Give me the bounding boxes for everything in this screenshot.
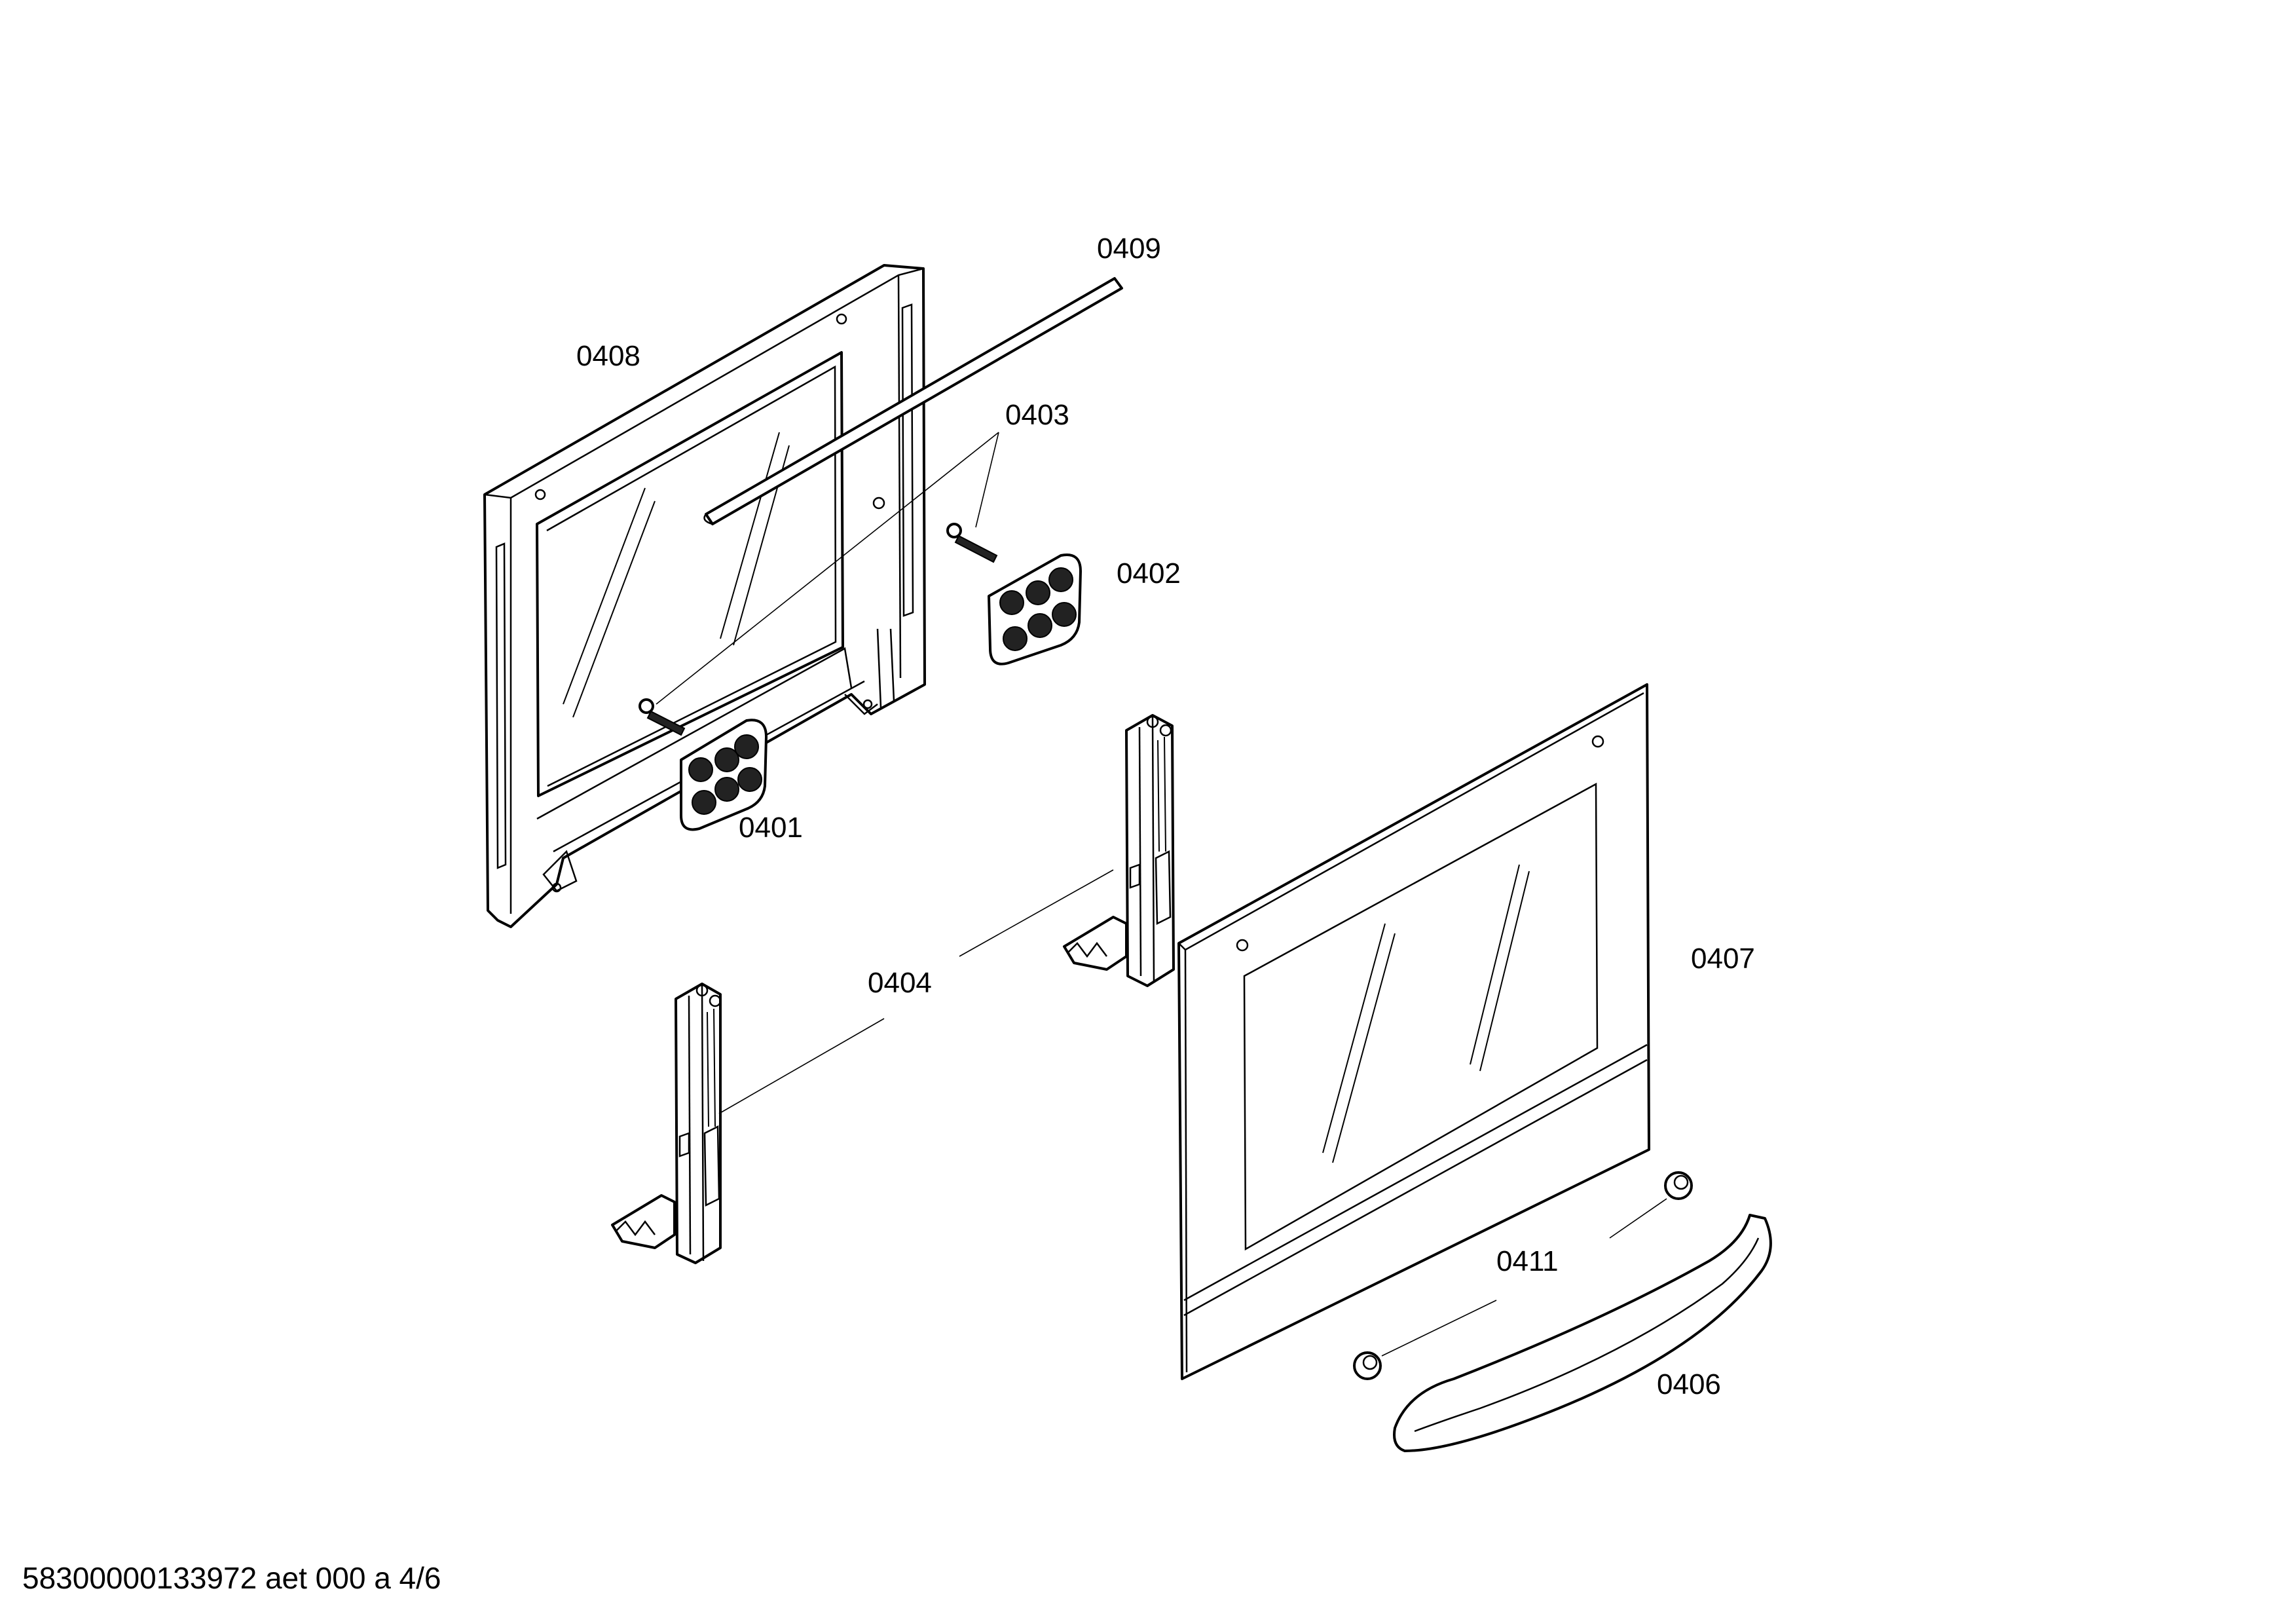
leader-lines (656, 432, 1667, 1357)
inner-door-frame-0408 (483, 264, 926, 928)
leader-0403-a (656, 432, 999, 705)
label-0401: 0401 (739, 812, 803, 844)
door-handle-0406 (1393, 1214, 1772, 1452)
leader-0404-a (959, 869, 1114, 957)
hinge-plate-0402 (988, 554, 1082, 666)
label-0404: 0404 (868, 967, 932, 999)
label-0407: 0407 (1691, 943, 1755, 975)
label-0406: 0406 (1657, 1368, 1721, 1400)
label-0411: 0411 (1496, 1245, 1559, 1277)
screw-0403-a (639, 698, 686, 736)
leader-0411-b (1609, 1198, 1667, 1239)
outer-glass-door-0407 (1177, 683, 1650, 1380)
label-0409: 0409 (1097, 233, 1161, 265)
leader-0403-b (975, 432, 999, 528)
screw-0403-b (946, 523, 998, 563)
document-id-footer: 58300000133972 aet 000 a 4/6 (22, 1561, 441, 1595)
handle-cap-0411-a (1353, 1351, 1382, 1380)
hinge-plate-0401 (680, 719, 768, 831)
rod-0409 (703, 277, 1123, 525)
leader-0411-a (1381, 1300, 1497, 1357)
label-0402: 0402 (1117, 557, 1181, 590)
leader-0404-b (718, 1018, 885, 1114)
label-0408: 0408 (576, 340, 640, 372)
handle-cap-0411-b (1664, 1171, 1693, 1200)
hinge-0404-right (1063, 714, 1175, 987)
label-0403: 0403 (1005, 399, 1069, 431)
hinge-0404-left (611, 983, 722, 1264)
